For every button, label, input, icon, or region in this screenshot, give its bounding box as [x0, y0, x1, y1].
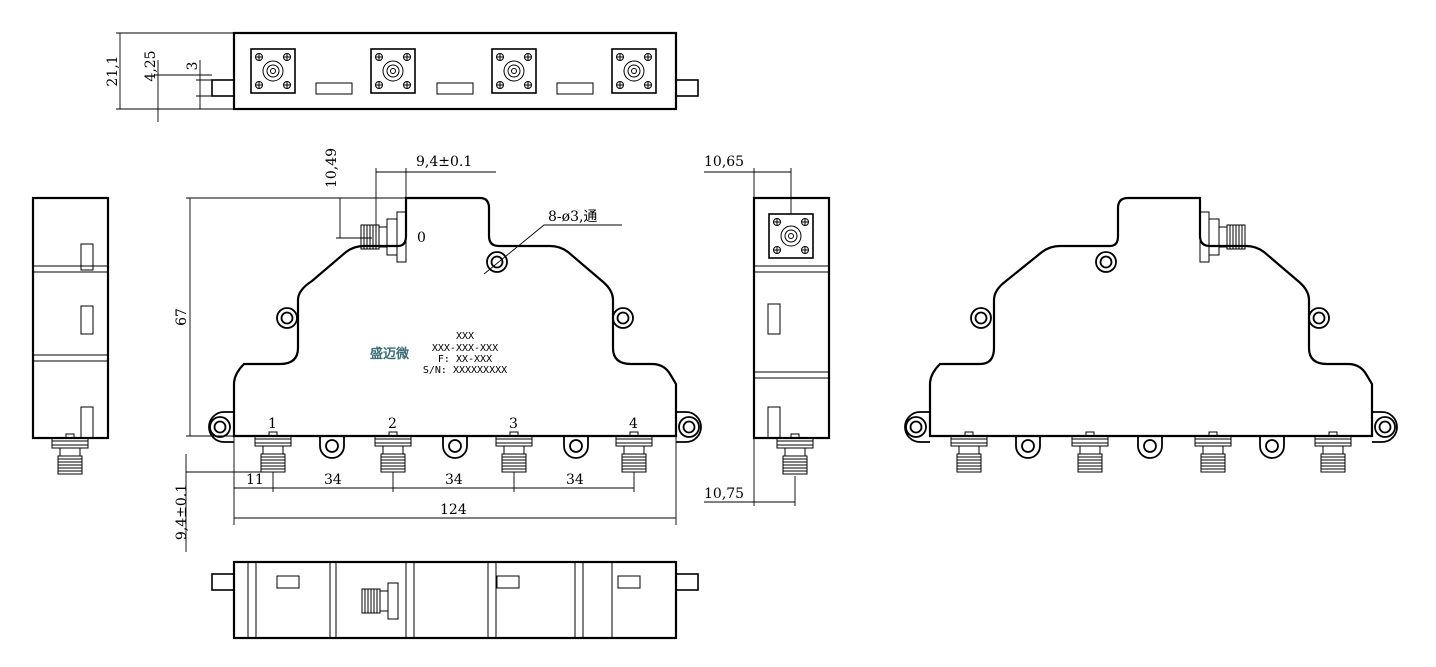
port-label-1: 1: [268, 416, 277, 432]
label-line-3: F: XX-XXX: [438, 354, 492, 365]
dim-first-port: 11: [246, 472, 264, 488]
port-label-0: 0: [417, 230, 426, 246]
dim-side-bottom: 10,75: [704, 486, 744, 502]
dim-side-top: 10,65: [704, 154, 744, 170]
dim-height-label: 21,1: [105, 55, 121, 86]
dim-output-length: 9,4±0.1: [174, 484, 190, 540]
dim-flange-label: 4,25: [143, 50, 159, 81]
dim-pitch-2: 34: [445, 472, 463, 488]
dim-lip-label: 3: [185, 62, 201, 71]
top-view: 21,1 4,25 3: [105, 31, 699, 122]
label-line-4: S/N: XXXXXXXXX: [423, 365, 507, 376]
brand-logo: 盛迈微: [370, 346, 410, 362]
left-side-view: [31, 196, 110, 475]
label-line-1: XXX: [456, 331, 474, 342]
port-label-3: 3: [509, 416, 518, 432]
dim-input-length: 9,4±0.1: [416, 154, 472, 170]
dim-height-67: 67: [174, 308, 190, 326]
dim-pitch-3: 34: [566, 472, 584, 488]
dim-input-offset: 10,49: [324, 148, 340, 188]
dim-pitch-1: 34: [324, 472, 342, 488]
front-view: 0 1 2 3 4 盛迈微 XXX XXX-XXX-XXX F: XX-XXX …: [174, 148, 702, 552]
port-label-4: 4: [629, 416, 638, 432]
label-line-2: XXX-XXX-XXX: [432, 343, 498, 354]
dim-total-width: 124: [440, 502, 467, 518]
rear-view: [904, 196, 1398, 473]
port-label-2: 2: [388, 416, 397, 432]
right-side-view: 10,65 10,75: [704, 154, 831, 506]
dim-mount-holes: 8-ø3,通: [548, 209, 597, 225]
bottom-view: [211, 560, 699, 640]
